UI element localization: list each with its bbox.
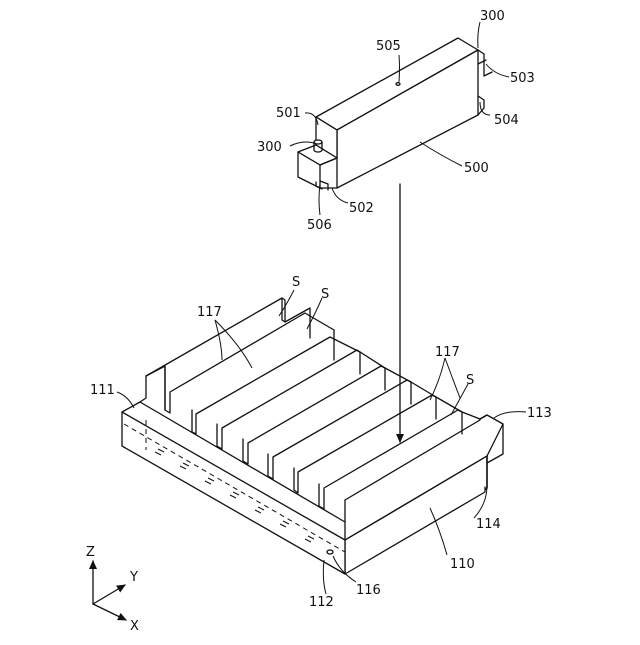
axis-y-label: Y (129, 570, 138, 585)
label-s-3: S (466, 373, 474, 388)
label-112: 112 (309, 595, 334, 610)
label-114: 114 (476, 517, 501, 532)
label-500: 500 (464, 161, 489, 176)
axis-x-label: X (130, 619, 139, 634)
label-111: 111 (90, 383, 115, 398)
label-110: 110 (450, 557, 475, 572)
label-503: 503 (510, 71, 535, 86)
label-300-top: 300 (480, 9, 505, 24)
label-300-left: 300 (257, 140, 282, 155)
hole-505 (396, 83, 400, 86)
label-501: 501 (276, 106, 301, 121)
axis-y-arrow (93, 585, 125, 604)
label-505: 505 (376, 39, 401, 54)
axis-indicator: Z Y X (86, 545, 139, 634)
axis-x-arrow (93, 604, 126, 620)
label-504: 504 (494, 113, 519, 128)
label-117-left: 117 (197, 305, 222, 320)
label-113: 113 (527, 406, 552, 421)
axis-z-label: Z (86, 545, 95, 560)
label-s-2: S (321, 287, 329, 302)
label-117-right: 117 (435, 345, 460, 360)
cartridge-500 (298, 38, 492, 190)
label-502: 502 (349, 201, 374, 216)
label-s-1: S (292, 275, 300, 290)
holder-side-face (122, 412, 345, 574)
holder-110 (122, 298, 503, 574)
label-506: 506 (307, 218, 332, 233)
label-116: 116 (356, 583, 381, 598)
